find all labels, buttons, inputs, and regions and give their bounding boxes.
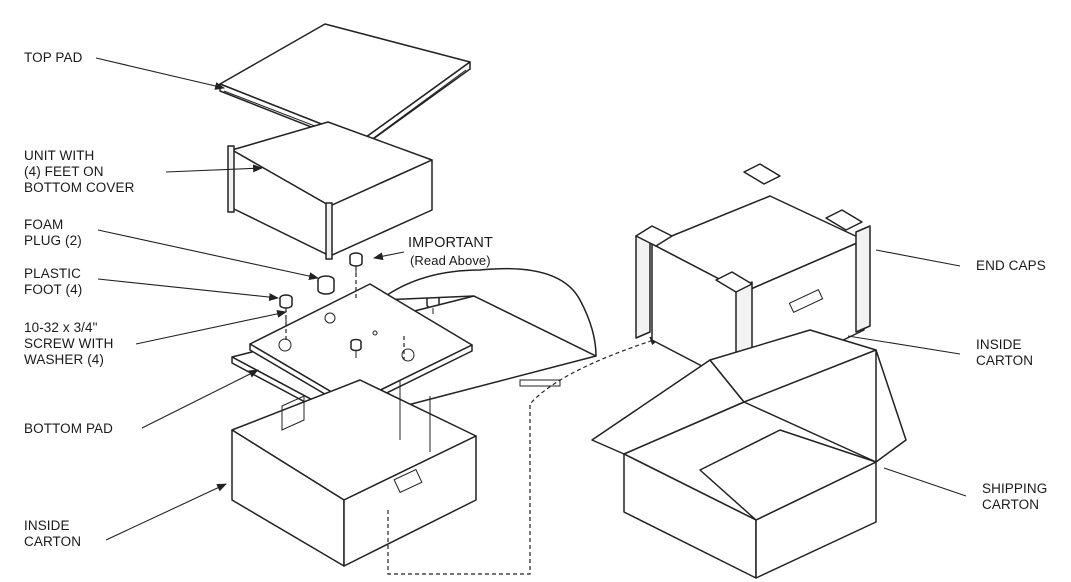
label-shipping-carton: SHIPPING CARTON [982, 481, 1048, 512]
label-important: IMPORTANT [408, 235, 493, 251]
unit [227, 121, 433, 260]
label-foam-plug: FOAM PLUG (2) [24, 217, 82, 248]
top-pad [219, 23, 471, 148]
label-end-caps: END CAPS [976, 258, 1046, 273]
label-bottom-pad: BOTTOM PAD [24, 421, 114, 436]
shipping-carton [591, 329, 907, 579]
label-read-above: (Read Above) [410, 253, 491, 268]
foam-plug [317, 275, 335, 295]
label-inside-carton-left: INSIDE CARTON [24, 518, 82, 549]
screw [285, 268, 434, 358]
label-unit-with-feet: UNIT WITH (4) FEET ON BOTTOM COVER [24, 148, 135, 195]
inside-carton-left [231, 379, 477, 567]
label-top-pad: TOP PAD [24, 50, 83, 65]
dashed-leader [387, 336, 662, 575]
label-screw-with-washer: 10-32 x 3/4" SCREW WITH WASHER (4) [24, 320, 114, 367]
label-plastic-foot: PLASTIC FOOT (4) [24, 266, 83, 297]
label-inside-carton-right: INSIDE CARTON [976, 337, 1034, 368]
